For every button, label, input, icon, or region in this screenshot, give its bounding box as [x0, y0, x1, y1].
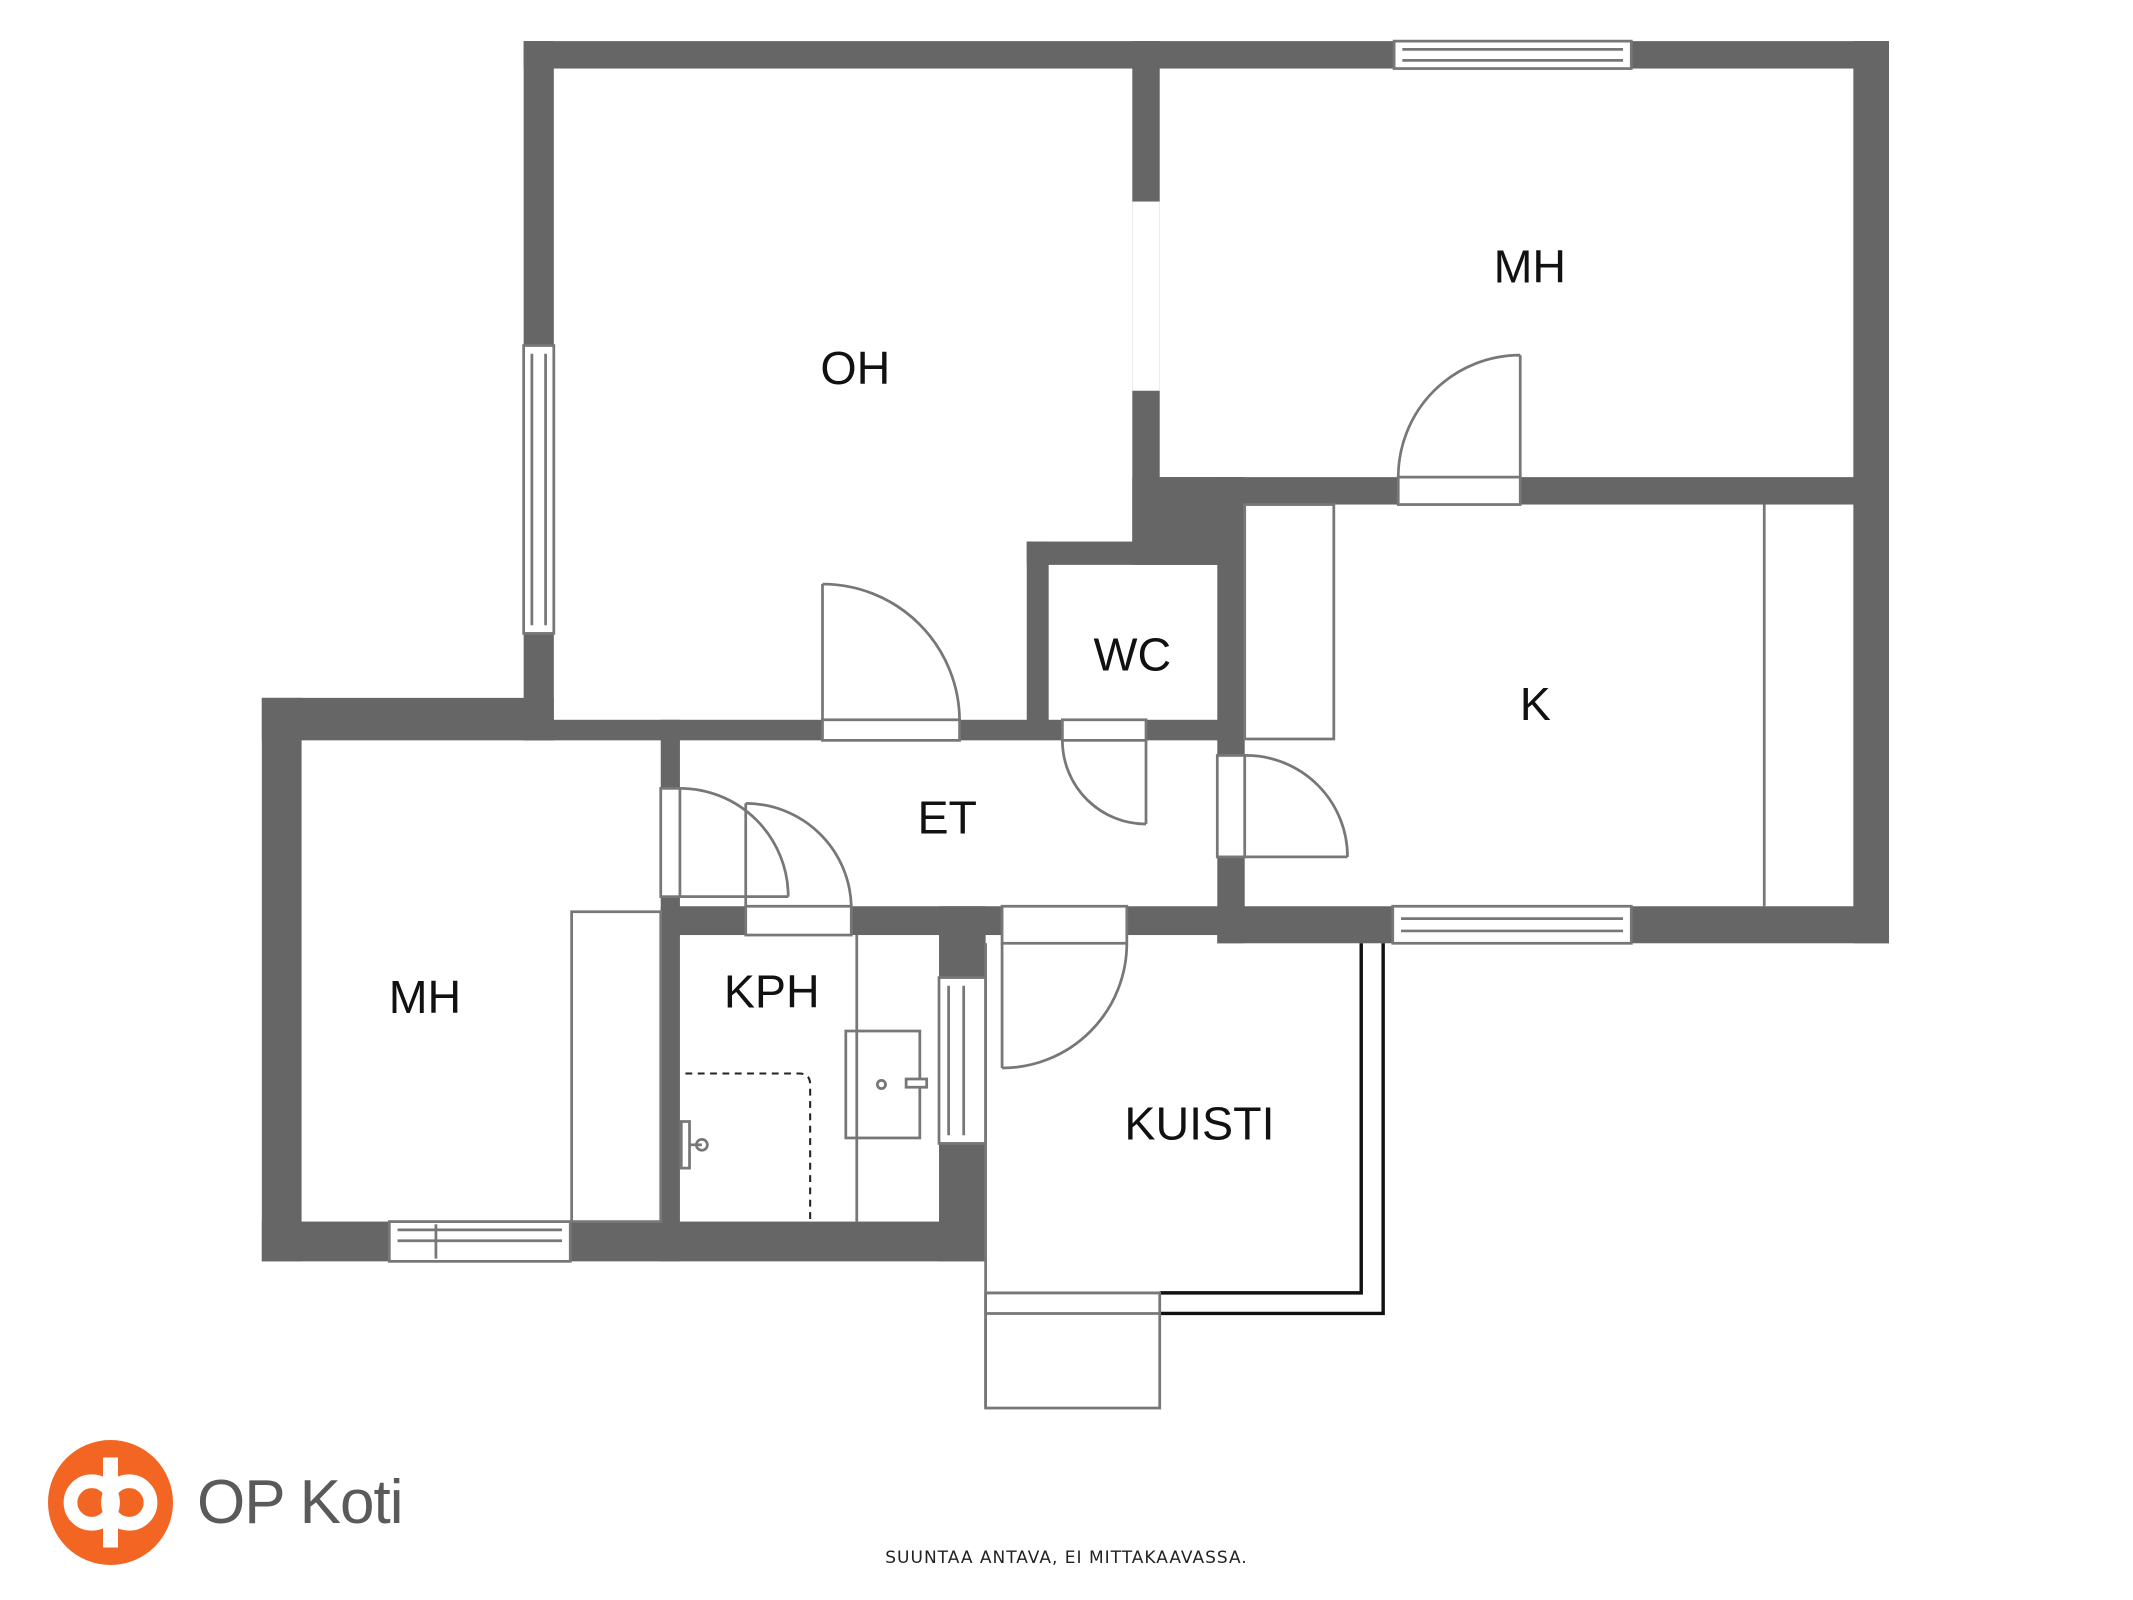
door-swing-kuisti [1000, 943, 1129, 1070]
fixtures [570, 503, 1766, 1223]
door-swings [679, 353, 1522, 1070]
door-swing-mh-left [679, 786, 790, 899]
door-frame-oh [821, 718, 961, 742]
door-swing-oh [821, 582, 961, 720]
door-swing-k [1244, 754, 1349, 859]
porch-steps [984, 1291, 1162, 1410]
door-frame-kph [744, 904, 853, 937]
door-frame-k [1215, 754, 1247, 859]
room-label-wc: WC [1093, 628, 1171, 680]
wall-left-top [261, 697, 554, 741]
room-label-mh-left: MH [389, 971, 461, 1023]
window-k-bottom [1391, 904, 1633, 945]
wall-mh-k [1159, 477, 1889, 505]
wall-bottom-left [261, 1221, 986, 1262]
wall-wc-top [1026, 541, 1245, 565]
kuisti-outline [984, 943, 1385, 1410]
wardrobe-mh-left [570, 910, 663, 1223]
door-frame-mh-left [659, 786, 682, 899]
window-oh-left [522, 344, 556, 635]
brand-name: OP Koti [197, 1468, 404, 1537]
door-swing-mh-top [1396, 353, 1522, 478]
room-label-kph: KPH [724, 966, 820, 1018]
door-frame-mh-top [1396, 475, 1522, 506]
scale-disclaimer: SUUNTAA ANTAVA, EI MITTAKAAVASSA. [885, 1548, 1248, 1568]
walls [261, 41, 1889, 1262]
room-label-mh-top: MH [1494, 240, 1566, 292]
window-mh-top [1392, 39, 1633, 70]
wall-left [261, 697, 302, 1262]
door-swing-kph [744, 802, 853, 907]
room-label-kuisti: KUISTI [1124, 1097, 1274, 1149]
brand-logo: OP Koti [48, 1440, 404, 1565]
wall-top [523, 41, 1889, 69]
opening-oh-mh [1132, 201, 1160, 391]
op-logo-icon [48, 1440, 173, 1565]
door-frame-kuisti [1000, 904, 1129, 945]
openings [387, 39, 1633, 1263]
shower-head [679, 1120, 691, 1170]
wall-wc-left [1026, 541, 1049, 739]
door-swing-wc [1061, 740, 1148, 826]
room-label-et: ET [917, 792, 977, 844]
room-label-oh: OH [820, 342, 890, 394]
door-frame-wc [1061, 718, 1148, 742]
kitchen-counter-left [1243, 503, 1336, 741]
shower-area [685, 1072, 812, 1222]
room-labels: OH MH WC K ET MH KPH KUISTI [389, 240, 1566, 1149]
room-label-k: K [1520, 678, 1551, 730]
